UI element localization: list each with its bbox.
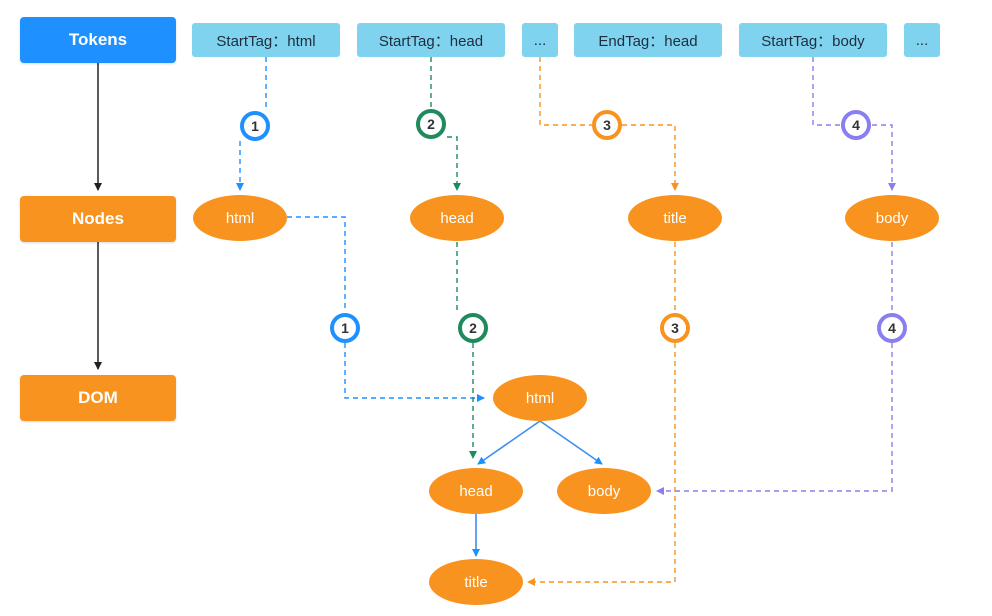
dom-node-body: body	[557, 468, 651, 514]
dom-node-head: head	[429, 468, 523, 514]
step-badge-4: 4	[841, 110, 871, 140]
step-badge-3: 3	[592, 110, 622, 140]
step-badge-1: 1	[240, 111, 270, 141]
dom-stage-label: DOM	[20, 375, 176, 421]
step-badge-2-dom: 2	[458, 313, 488, 343]
token-ellipsis-1: ...	[522, 23, 558, 57]
token-endtag-head: EndTag：head	[574, 23, 722, 57]
step-badge-4-dom: 4	[877, 313, 907, 343]
node-head: head	[410, 195, 504, 241]
dom-node-title: title	[429, 559, 523, 605]
node-html: html	[193, 195, 287, 241]
token-starttag-html: StartTag：html	[192, 23, 340, 57]
node-body: body	[845, 195, 939, 241]
token-starttag-head: StartTag：head	[357, 23, 505, 57]
nodes-stage-label: Nodes	[20, 196, 176, 242]
token-starttag-body: StartTag：body	[739, 23, 887, 57]
node-title: title	[628, 195, 722, 241]
step-badge-1-dom: 1	[330, 313, 360, 343]
dom-node-html: html	[493, 375, 587, 421]
step-badge-2: 2	[416, 109, 446, 139]
tokens-stage-label: Tokens	[20, 17, 176, 63]
token-ellipsis-2: ...	[904, 23, 940, 57]
step-badge-3-dom: 3	[660, 313, 690, 343]
